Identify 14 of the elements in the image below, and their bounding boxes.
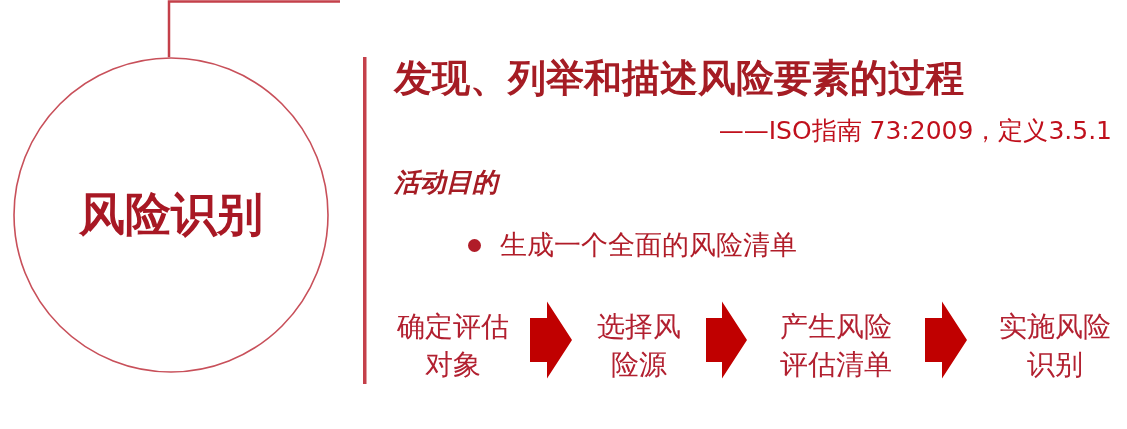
block-arrow	[530, 301, 572, 379]
subheading: 活动目的	[394, 167, 498, 199]
source-citation: ——ISO指南 73:2009，定义3.5.1	[718, 116, 1112, 146]
circle-title: 风险识别	[79, 187, 263, 243]
step-label: 确定评估对象	[376, 308, 530, 384]
heading-text: 发现、列举和描述风险要素的过程	[394, 56, 964, 102]
circle-node	[13, 57, 329, 373]
step-label: 产生风险评估清单	[747, 308, 925, 384]
connector-line	[167, 0, 340, 58]
block-arrow	[706, 301, 747, 379]
step-label: 选择风险源	[572, 308, 706, 384]
step-label: 实施风险识别	[967, 308, 1127, 384]
bullet-text: 生成一个全面的风险清单	[500, 228, 797, 262]
block-arrow	[925, 301, 967, 379]
